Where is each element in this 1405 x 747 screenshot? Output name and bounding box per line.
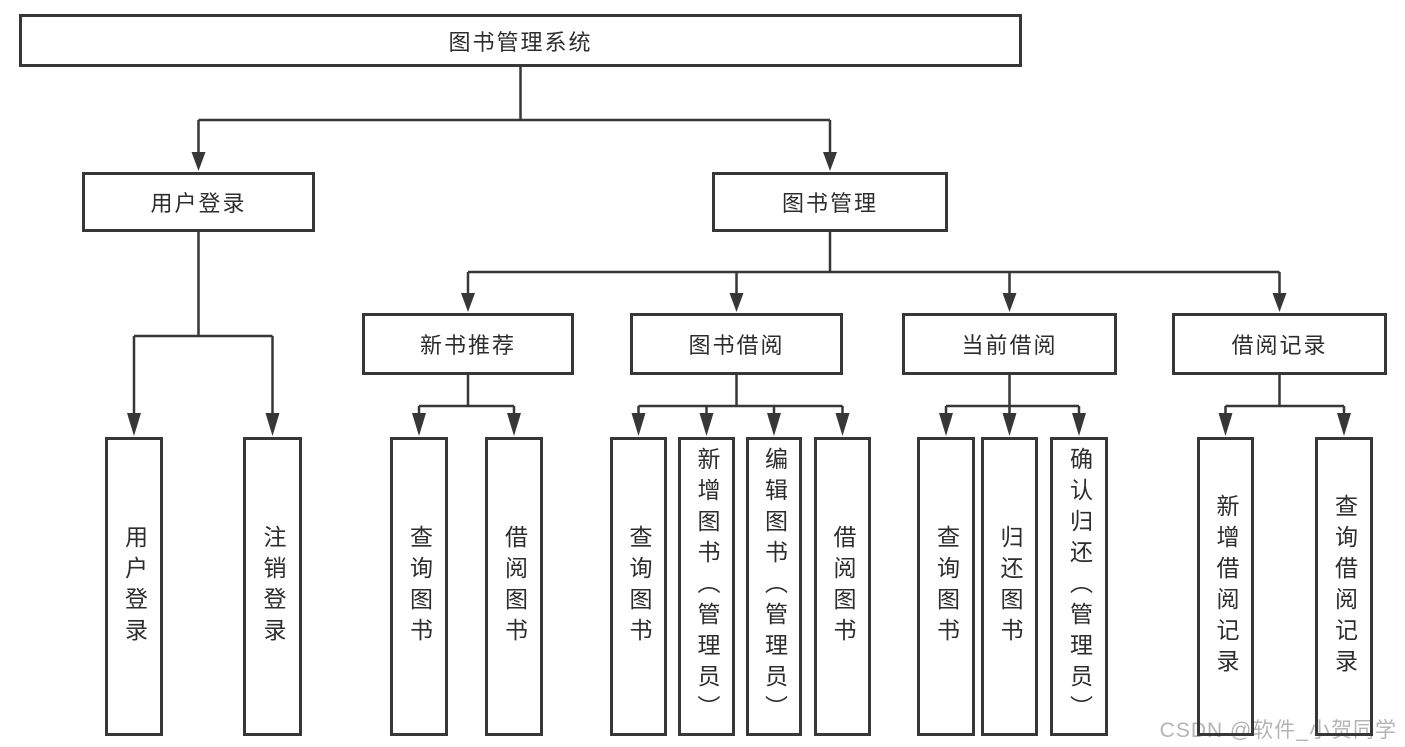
node-label: 借阅图书 (830, 524, 856, 649)
node-leaf-return-books: 归还图书 (981, 437, 1038, 736)
node-leaf-borrow-books-1: 借阅图书 (485, 437, 543, 736)
node-label: 图书管理系统 (448, 29, 593, 55)
node-label: 查询图书 (406, 524, 433, 649)
node-leaf-add-books-admin: 新增图书（管理员） (678, 437, 735, 736)
node-label: 归还图书 (997, 524, 1023, 649)
node-leaf-query-books-2: 查询图书 (610, 437, 667, 736)
node-label: 借阅图书 (501, 524, 528, 649)
node-label: 当前借阅 (961, 333, 1058, 358)
node-label: 编辑图书（管理员） (761, 447, 788, 726)
node-current-borrow: 当前借阅 (902, 313, 1117, 375)
watermark: CSDN @软件_小贺同学 (1159, 719, 1397, 742)
node-label: 查询借阅记录 (1331, 493, 1358, 680)
node-label: 借阅记录 (1231, 333, 1328, 358)
node-leaf-add-borrow-record: 新增借阅记录 (1197, 437, 1254, 736)
connector-paths (132, 67, 1346, 414)
node-label: 查询图书 (626, 524, 652, 649)
node-leaf-query-books-3: 查询图书 (917, 437, 975, 736)
node-book-management: 图书管理 (712, 172, 948, 232)
node-label: 查询图书 (933, 524, 960, 649)
node-user-login: 用户登录 (82, 172, 315, 232)
node-new-book-recommend: 新书推荐 (362, 313, 574, 375)
node-leaf-confirm-return-admin: 确认归还（管理员） (1050, 437, 1108, 736)
node-system-root: 图书管理系统 (19, 14, 1022, 67)
node-leaf-query-borrow-record: 查询借阅记录 (1315, 437, 1373, 736)
node-label: 用户登录 (150, 191, 247, 216)
node-label: 确认归还（管理员） (1066, 447, 1093, 726)
node-leaf-user-login: 用户登录 (105, 437, 163, 736)
node-leaf-query-books-1: 查询图书 (390, 437, 448, 736)
node-label: 图书借阅 (688, 333, 785, 358)
node-leaf-edit-books-admin: 编辑图书（管理员） (746, 437, 802, 736)
node-label: 注销登录 (260, 524, 286, 649)
node-label: 用户登录 (121, 524, 148, 649)
node-label: 新增图书（管理员） (694, 447, 720, 726)
node-label: 新书推荐 (419, 333, 516, 358)
node-leaf-borrow-books-2: 借阅图书 (814, 437, 871, 736)
node-borrow-record: 借阅记录 (1172, 313, 1387, 375)
node-leaf-logout: 注销登录 (243, 437, 302, 736)
arrowheads (127, 152, 1351, 436)
node-label: 图书管理 (781, 191, 878, 216)
node-book-borrow: 图书借阅 (630, 313, 843, 375)
node-label: 新增借阅记录 (1213, 493, 1239, 680)
